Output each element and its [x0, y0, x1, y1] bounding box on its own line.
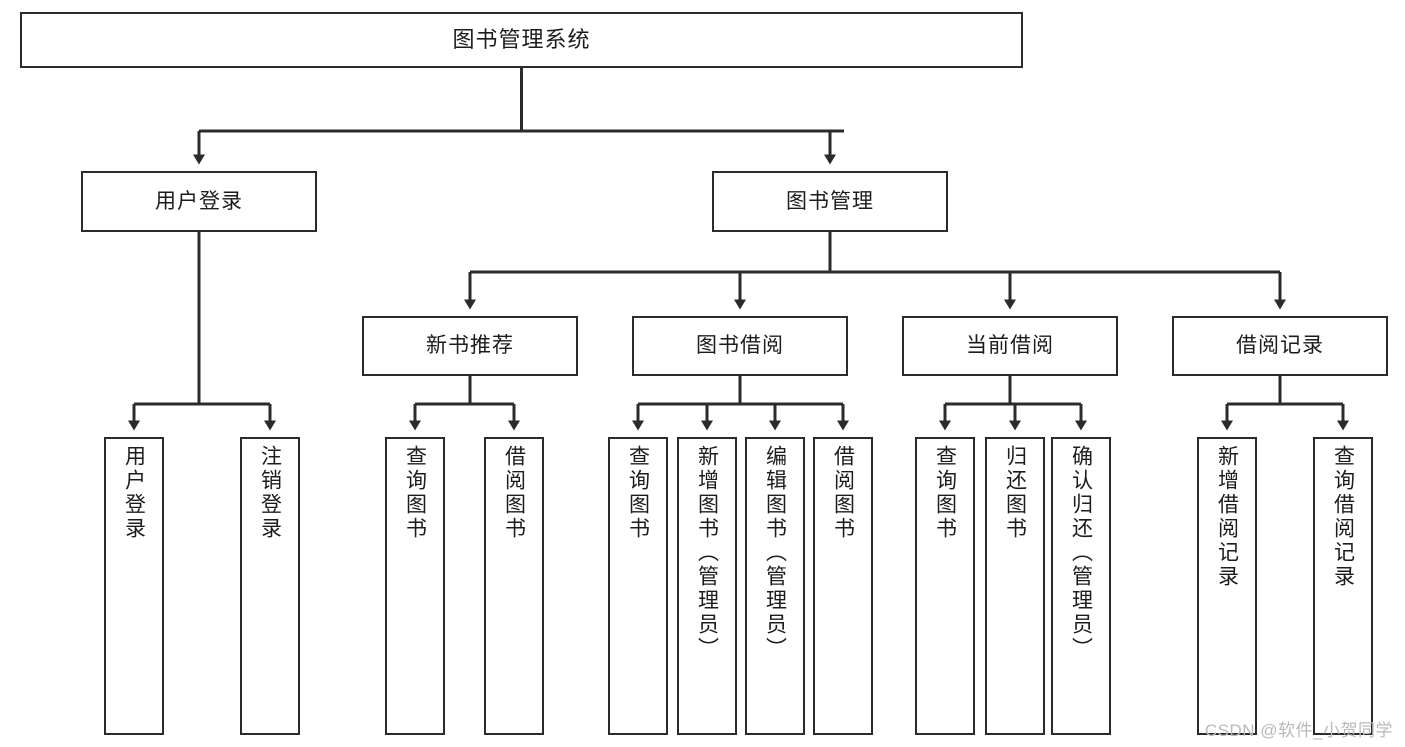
- node-root[interactable]: 图书管理系统: [20, 12, 1023, 68]
- node-leaf-user-logout[interactable]: 注销登录: [240, 437, 300, 735]
- node-book-manage[interactable]: 图书管理: [712, 171, 948, 232]
- node-leaf-query-book-current-label: 查询图书: [933, 445, 957, 541]
- node-borrow-record[interactable]: 借阅记录: [1172, 316, 1388, 376]
- csdn-watermark: CSDN @软件_小贺同学: [1204, 721, 1393, 740]
- node-root-label: 图书管理系统: [452, 26, 591, 52]
- node-leaf-query-book-borrow-label: 查询图书: [626, 445, 650, 541]
- node-user-login[interactable]: 用户登录: [81, 171, 317, 232]
- node-book-borrow-label: 图书借阅: [696, 334, 784, 358]
- node-leaf-edit-book-admin[interactable]: 编辑图书（管理员）: [745, 437, 805, 735]
- node-leaf-return-book[interactable]: 归还图书: [985, 437, 1045, 735]
- node-leaf-confirm-return-admin[interactable]: 确认归还（管理员）: [1051, 437, 1111, 735]
- node-current-borrow[interactable]: 当前借阅: [902, 316, 1118, 376]
- node-current-borrow-label: 当前借阅: [966, 334, 1054, 358]
- node-leaf-query-borrow-record[interactable]: 查询借阅记录: [1313, 437, 1373, 735]
- node-leaf-confirm-return-admin-label: 确认归还（管理员）: [1069, 445, 1093, 661]
- node-leaf-add-borrow-record[interactable]: 新增借阅记录: [1197, 437, 1257, 735]
- node-leaf-return-book-label: 归还图书: [1003, 445, 1027, 541]
- node-leaf-edit-book-admin-label: 编辑图书（管理员）: [763, 445, 787, 661]
- node-leaf-query-book-borrow[interactable]: 查询图书: [608, 437, 668, 735]
- node-leaf-add-book-admin[interactable]: 新增图书（管理员）: [677, 437, 737, 735]
- node-user-login-label: 用户登录: [155, 189, 243, 213]
- node-leaf-user-logout-label: 注销登录: [258, 445, 282, 541]
- node-leaf-user-login[interactable]: 用户登录: [104, 437, 164, 735]
- node-leaf-query-book-rec-label: 查询图书: [403, 445, 427, 541]
- node-book-manage-label: 图书管理: [786, 189, 874, 213]
- node-leaf-query-book-rec[interactable]: 查询图书: [385, 437, 445, 735]
- node-leaf-user-login-label: 用户登录: [122, 445, 146, 541]
- node-leaf-borrow-book-rec-label: 借阅图书: [502, 445, 526, 541]
- node-leaf-borrow-book-rec[interactable]: 借阅图书: [484, 437, 544, 735]
- node-borrow-record-label: 借阅记录: [1236, 334, 1324, 358]
- node-new-book-recommend-label: 新书推荐: [426, 334, 514, 358]
- node-leaf-query-book-current[interactable]: 查询图书: [915, 437, 975, 735]
- node-leaf-add-borrow-record-label: 新增借阅记录: [1215, 445, 1239, 589]
- node-book-borrow[interactable]: 图书借阅: [632, 316, 848, 376]
- node-leaf-query-borrow-record-label: 查询借阅记录: [1331, 445, 1355, 589]
- node-leaf-borrow-book[interactable]: 借阅图书: [813, 437, 873, 735]
- node-new-book-recommend[interactable]: 新书推荐: [362, 316, 578, 376]
- node-leaf-add-book-admin-label: 新增图书（管理员）: [695, 445, 719, 661]
- node-leaf-borrow-book-label: 借阅图书: [831, 445, 855, 541]
